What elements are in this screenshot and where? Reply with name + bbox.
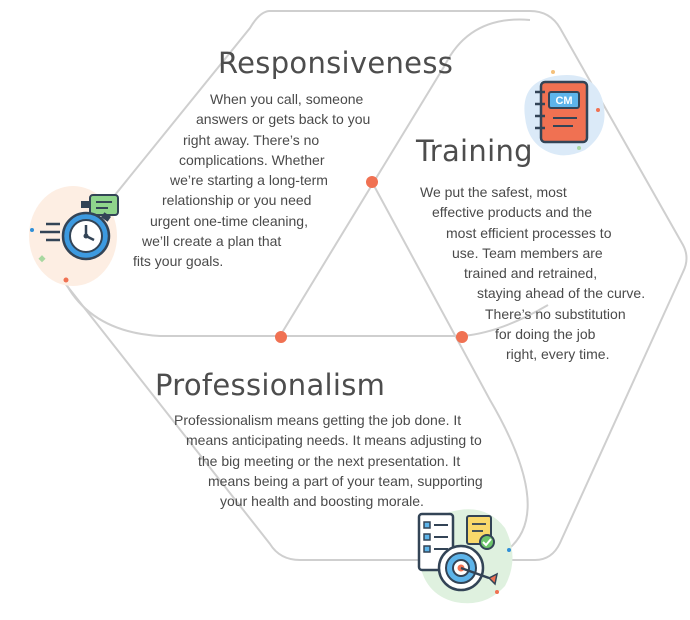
training-line: staying ahead of the curve. bbox=[477, 285, 646, 302]
professionalism-body: Professionalism means getting the job do… bbox=[174, 410, 483, 511]
responsiveness-line: we’re starting a long-term bbox=[170, 172, 328, 189]
training-line: right, every time. bbox=[506, 346, 610, 363]
responsiveness-line: complications. Whether bbox=[179, 151, 325, 168]
training-line: effective products and the bbox=[432, 204, 593, 221]
training-line: There’s no substitution bbox=[485, 305, 626, 322]
training-line: use. Team members are bbox=[452, 244, 603, 261]
training-line: trained and retrained, bbox=[464, 265, 598, 282]
stopwatch-icon bbox=[29, 186, 119, 286]
responsiveness-body: When you call, someone answers or gets b… bbox=[130, 89, 370, 272]
center-vertical-line bbox=[371, 181, 529, 556]
notebook-icon-label: CM bbox=[555, 95, 572, 107]
responsiveness-line: answers or gets back to you bbox=[196, 111, 371, 128]
responsiveness-line: urgent one-time cleaning, bbox=[150, 212, 308, 229]
professionalism-title: Professionalism bbox=[155, 368, 386, 402]
notebook-icon: CM bbox=[524, 70, 605, 156]
responsiveness-line: right away. There’s no bbox=[183, 131, 320, 148]
responsiveness-line: When you call, someone bbox=[210, 91, 364, 107]
lower-loop-line bbox=[63, 279, 549, 337]
junction-dot-top bbox=[366, 176, 378, 188]
responsiveness-line: we’ll create a plan that bbox=[142, 233, 282, 250]
training-body: We put the safest, most effective produc… bbox=[420, 182, 645, 365]
professionalism-line: means anticipating needs. It means adjus… bbox=[186, 432, 482, 449]
junction-dot-right bbox=[456, 331, 468, 343]
training-loop-line bbox=[279, 18, 531, 337]
professionalism-line: your health and boosting morale. bbox=[220, 493, 424, 510]
training-line: most efficient processes to bbox=[446, 224, 612, 241]
training-line: We put the safest, most bbox=[420, 184, 567, 200]
professionalism-line: Professionalism means getting the job do… bbox=[174, 412, 462, 428]
target-checklist-icon bbox=[417, 509, 513, 604]
responsiveness-line: relationship or you need bbox=[162, 192, 312, 209]
responsiveness-title: Responsiveness bbox=[218, 46, 454, 80]
training-line: for doing the job bbox=[495, 326, 596, 343]
junction-dot-left bbox=[275, 331, 287, 343]
professionalism-line: means being a part of your team, support… bbox=[208, 472, 483, 489]
professionalism-line: the big meeting or the next presentation… bbox=[198, 452, 461, 469]
responsiveness-line: fits your goals. bbox=[133, 253, 224, 270]
training-title: Training bbox=[416, 134, 533, 168]
